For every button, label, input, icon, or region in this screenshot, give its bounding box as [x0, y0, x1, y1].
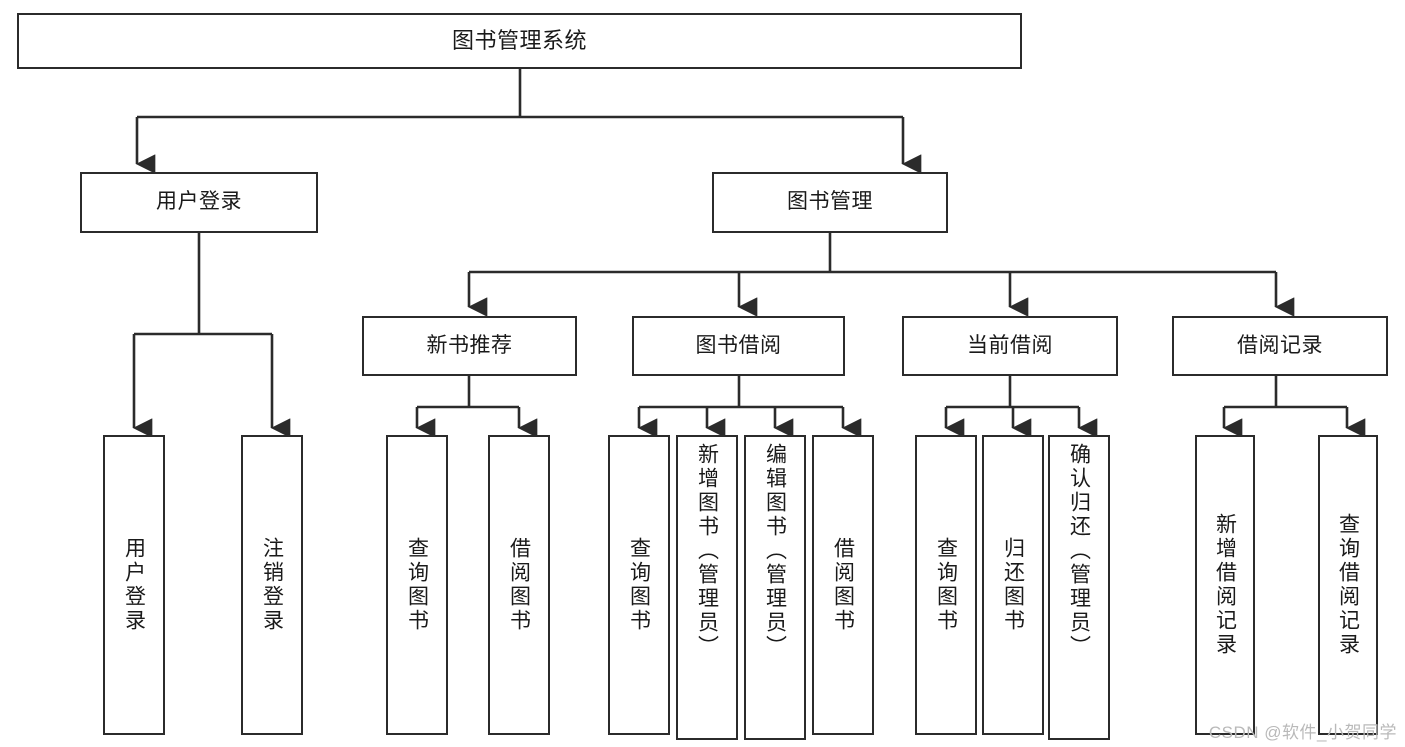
watermark-text: CSDN @软件_小贺同学: [1208, 723, 1397, 742]
node-label: 新增图书（管理员）: [695, 443, 719, 659]
node-label: 当前借阅: [967, 333, 1053, 357]
node-label: 用户登录: [122, 537, 146, 633]
node-leaf-query-book-current[interactable]: 查询图书: [915, 435, 977, 735]
node-leaf-add-borrow-record[interactable]: 新增借阅记录: [1195, 435, 1255, 735]
node-leaf-edit-book[interactable]: 编辑图书（管理员）: [744, 435, 806, 740]
node-label: 查询图书: [405, 537, 429, 633]
node-leaf-logout[interactable]: 注销登录: [241, 435, 303, 735]
node-new-book-recommend[interactable]: 新书推荐: [362, 316, 577, 376]
node-leaf-add-book[interactable]: 新增图书（管理员）: [676, 435, 738, 740]
node-current-borrow[interactable]: 当前借阅: [902, 316, 1118, 376]
node-root-system[interactable]: 图书管理系统: [17, 13, 1022, 69]
node-leaf-query-book-recommend[interactable]: 查询图书: [386, 435, 448, 735]
node-leaf-query-book-borrow[interactable]: 查询图书: [608, 435, 670, 735]
node-label: 查询借阅记录: [1336, 513, 1360, 657]
node-label: 图书借阅: [695, 333, 782, 357]
node-label: 新书推荐: [426, 333, 513, 357]
node-leaf-confirm-return[interactable]: 确认归还（管理员）: [1048, 435, 1110, 740]
node-label: 借阅记录: [1237, 333, 1323, 357]
node-leaf-borrow-book[interactable]: 借阅图书: [812, 435, 874, 735]
node-label: 新增借阅记录: [1213, 513, 1237, 657]
node-label: 查询图书: [627, 537, 651, 633]
node-leaf-query-borrow-record[interactable]: 查询借阅记录: [1318, 435, 1378, 735]
node-book-manage[interactable]: 图书管理: [712, 172, 948, 233]
node-label: 用户登录: [156, 190, 242, 214]
node-leaf-user-login[interactable]: 用户登录: [103, 435, 165, 735]
node-label: 归还图书: [1001, 537, 1025, 633]
node-label: 借阅图书: [831, 537, 855, 633]
node-label: 图书管理系统: [451, 28, 587, 54]
node-label: 确认归还（管理员）: [1067, 443, 1091, 659]
node-label: 编辑图书（管理员）: [763, 443, 787, 659]
node-borrow-record[interactable]: 借阅记录: [1172, 316, 1388, 376]
node-user-login[interactable]: 用户登录: [80, 172, 318, 233]
node-label: 查询图书: [934, 537, 958, 633]
node-leaf-borrow-book-recommend[interactable]: 借阅图书: [488, 435, 550, 735]
node-label: 注销登录: [260, 537, 284, 633]
node-book-borrow[interactable]: 图书借阅: [632, 316, 845, 376]
node-label: 借阅图书: [507, 537, 531, 633]
node-leaf-return-book[interactable]: 归还图书: [982, 435, 1044, 735]
node-label: 图书管理: [787, 190, 873, 214]
